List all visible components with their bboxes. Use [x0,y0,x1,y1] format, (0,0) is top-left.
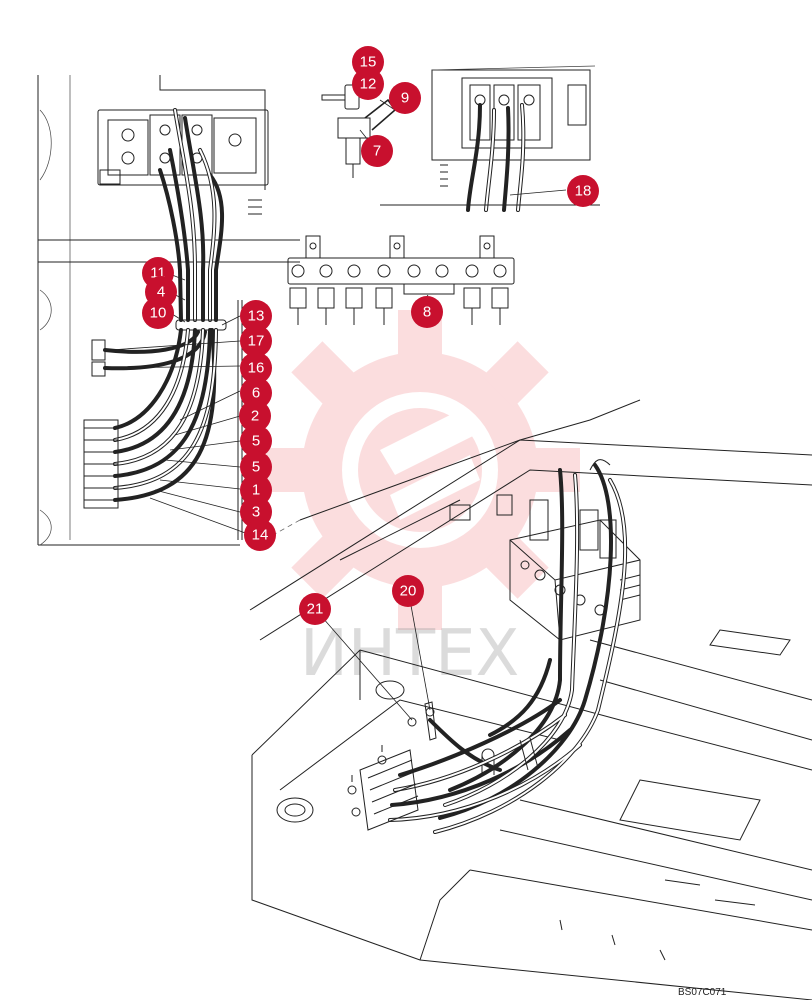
watermark-gear-icon [260,310,580,630]
callout-16[interactable]: 16 [240,352,272,384]
svg-text:3: 3 [252,504,260,521]
callout-15[interactable]: 15 [352,46,384,78]
svg-text:10: 10 [150,305,167,322]
svg-text:21: 21 [307,601,324,618]
callout-13[interactable]: 13 [240,300,272,332]
svg-text:2: 2 [251,408,259,425]
svg-text:13: 13 [248,308,265,325]
callout-8[interactable]: 8 [411,296,443,328]
svg-text:7: 7 [373,143,381,160]
svg-text:17: 17 [248,333,265,350]
callouts: 15 12 9 7 18 11 4 10 [142,46,599,625]
svg-text:4: 4 [157,284,165,301]
svg-text:5: 5 [252,433,260,450]
valve-detail-top-right [380,65,600,212]
left-detail-view [37,75,300,546]
hose-fitting-manifold [347,745,419,831]
drawing-code: BS07C071 [678,987,727,998]
callout-9[interactable]: 9 [389,82,421,114]
callout-1[interactable]: 1 [240,474,272,506]
svg-text:6: 6 [252,385,260,402]
svg-text:15: 15 [360,54,377,71]
svg-text:12: 12 [360,76,377,93]
isometric-machine-assembly [249,399,812,1000]
callout-10[interactable]: 10 [142,297,174,329]
svg-text:14: 14 [252,527,269,544]
callout-20[interactable]: 20 [392,575,424,607]
callout-6[interactable]: 6 [240,377,272,409]
callout-21[interactable]: 21 [299,593,331,625]
callout-12[interactable]: 12 [352,68,384,100]
manifold-block [287,235,515,325]
watermark-text: ИНТЕХ [300,617,519,691]
svg-text:9: 9 [401,90,409,107]
callout-2[interactable]: 2 [239,400,271,432]
svg-text:1: 1 [252,482,260,499]
callout-17[interactable]: 17 [240,325,272,357]
callout-14[interactable]: 14 [244,519,276,551]
svg-text:16: 16 [248,360,265,377]
svg-text:18: 18 [575,183,592,200]
callout-7[interactable]: 7 [361,135,393,167]
callout-18[interactable]: 18 [567,175,599,207]
callout-5-upper[interactable]: 5 [240,425,272,457]
svg-text:20: 20 [400,583,417,600]
svg-text:5: 5 [252,459,260,476]
callout-5-lower[interactable]: 5 [240,451,272,483]
svg-text:8: 8 [423,304,431,321]
